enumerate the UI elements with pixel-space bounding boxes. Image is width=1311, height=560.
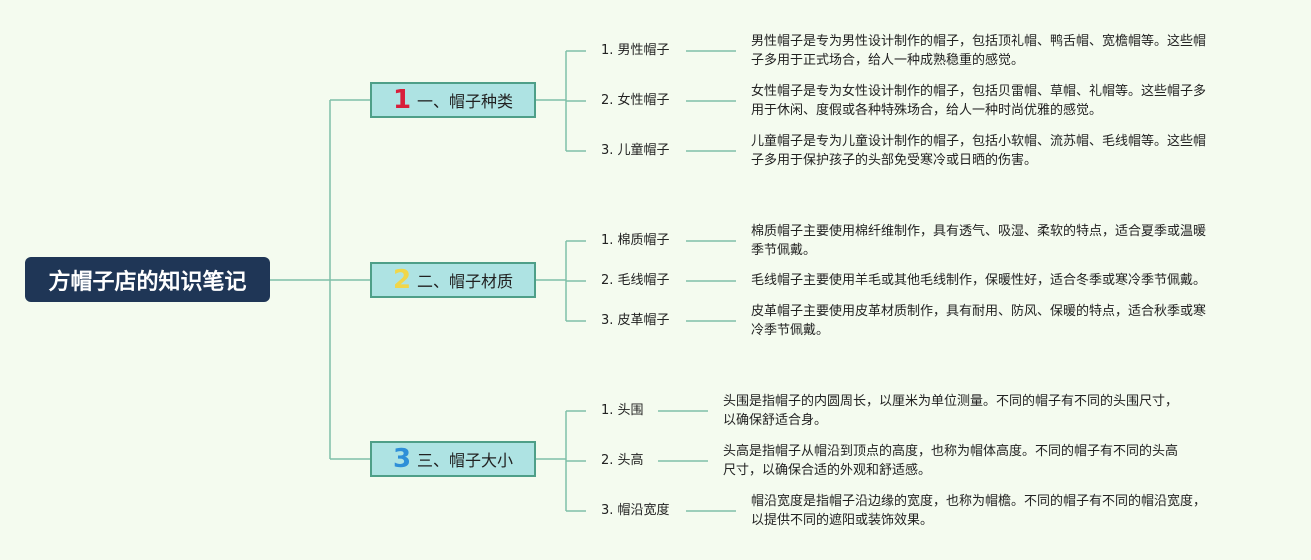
desc-wool-hats: 毛线帽子主要使用羊毛或其他毛线制作，保暖性好，适合冬季或寒冷季节佩戴。 [751,273,1207,288]
leaf-head-height[interactable]: 2. 头高 [601,453,644,468]
branch-node-types[interactable]: 1 一、帽子种类 [370,82,536,118]
desc-head-circumference: 头围是指帽子的内圆周长，以厘米为单位测量。不同的帽子有不同的头围尺寸， 以确保舒… [723,394,1179,428]
desc-leather-hats: 皮革帽子主要使用皮革材质制作，具有耐用、防风、保暖的特点，适合秋季或寒 冷季节佩… [751,304,1207,338]
desc-female-hats: 女性帽子是专为女性设计制作的帽子，包括贝雷帽、草帽、礼帽等。这些帽子多 用于休闲… [751,84,1207,118]
desc-head-height: 头高是指帽子从帽沿到顶点的高度，也称为帽体高度。不同的帽子有不同的头高 尺寸，以… [723,444,1179,478]
root-title: 方帽子店的知识笔记 [48,269,247,295]
desc-male-hats: 男性帽子是专为男性设计制作的帽子，包括顶礼帽、鸭舌帽、宽檐帽等。这些帽 子多用于… [751,34,1207,68]
leaf-brim-width[interactable]: 3. 帽沿宽度 [601,503,670,518]
leaf-female-hats[interactable]: 2. 女性帽子 [601,93,670,108]
branch-node-sizes[interactable]: 3 三、帽子大小 [370,441,536,477]
branch-title: 二、帽子材质 [417,272,514,291]
leaf-wool-hats[interactable]: 2. 毛线帽子 [601,273,670,288]
root-node[interactable]: 方帽子店的知识笔记 [25,257,270,302]
branch-title: 一、帽子种类 [417,92,514,111]
leaf-cotton-hats[interactable]: 1. 棉质帽子 [601,233,670,248]
branch-title: 三、帽子大小 [417,451,514,470]
desc-cotton-hats: 棉质帽子主要使用棉纤维制作，具有透气、吸湿、柔软的特点，适合夏季或温暖 季节佩戴… [751,224,1207,258]
leaf-kids-hats[interactable]: 3. 儿童帽子 [601,143,670,158]
number-three-icon: 3 [392,444,412,474]
leaf-head-circumference[interactable]: 1. 头围 [601,403,644,418]
number-two-icon: 2 [392,265,412,295]
desc-brim-width: 帽沿宽度是指帽子沿边缘的宽度，也称为帽檐。不同的帽子有不同的帽沿宽度， 以提供不… [751,494,1207,528]
leaf-male-hats[interactable]: 1. 男性帽子 [601,43,670,58]
desc-kids-hats: 儿童帽子是专为儿童设计制作的帽子，包括小软帽、流苏帽、毛线帽等。这些帽 子多用于… [751,134,1207,168]
leaf-leather-hats[interactable]: 3. 皮革帽子 [601,313,670,328]
branch-node-materials[interactable]: 2 二、帽子材质 [370,262,536,298]
number-one-icon: 1 [392,85,412,115]
